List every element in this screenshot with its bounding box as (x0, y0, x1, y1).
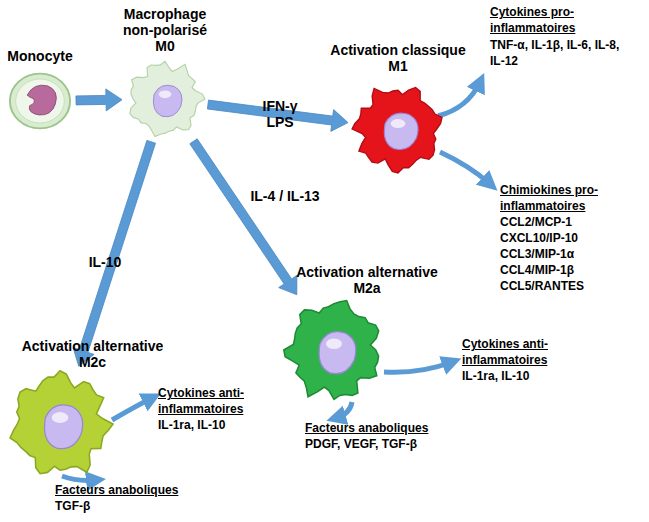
cell-heading: Macrophage non-polarisé M0 (117, 6, 213, 54)
secretion-arrow (384, 362, 452, 372)
polarization-arrow (73, 140, 155, 366)
cell-heading: Activation alternative M2a (282, 264, 452, 296)
macrophage-cell (352, 84, 444, 174)
molecule-list: PDGF, VEGF, TGF-β (305, 436, 505, 452)
macrophage-cell (284, 298, 384, 402)
group-heading: Facteurs anaboliques (305, 420, 505, 436)
molecule-list: CCL3/MIP-1α (500, 246, 640, 262)
cell-node: Activation classique M1 (352, 84, 444, 174)
cell-heading: Monocyte (0, 48, 82, 64)
group-heading: Chimiokines pro-inflammatoires (500, 182, 625, 214)
group-heading: Cytokines anti-inflammatoires (158, 385, 288, 417)
stimulus-label: IFN-γ LPS (255, 98, 305, 130)
molecule-list: CCL2/MCP-1 (500, 214, 640, 230)
molecule-list: CCL5/RANTES (500, 278, 640, 294)
molecule-list: IL-1ra, IL-10 (158, 417, 298, 433)
molecule-list: IL-1ra, IL-10 (462, 368, 602, 384)
cell-node: Activation alternative M2a (284, 298, 384, 402)
molecule-list: TGF-β (55, 498, 255, 514)
cell-heading: Activation classique M1 (323, 42, 473, 74)
secretion-arrow (440, 152, 490, 184)
monocyte-cell (8, 72, 72, 130)
molecule-list: TNF-α, IL-1β, IL-6, IL-8, IL-12 (490, 37, 625, 69)
secretion-arrow (62, 476, 96, 481)
secretion-arrow (438, 82, 480, 116)
secretion-arrow (336, 402, 352, 418)
cell-node: Macrophage non-polarisé M0 (126, 60, 204, 138)
cell-node: Activation alternative M2c (8, 370, 112, 478)
polarization-arrow (76, 89, 122, 111)
cell-node: Monocyte (8, 72, 72, 130)
macrophage-cell (8, 370, 112, 478)
macrophage-cell (126, 60, 204, 138)
group-heading: Cytokines anti-inflammatoires (462, 336, 592, 368)
polarization-arrow (190, 139, 297, 295)
molecule-list: CXCL10/IP-10 (500, 230, 640, 246)
secretion-arrow (112, 398, 152, 420)
group-heading: Facteurs anaboliques (55, 482, 255, 498)
molecule-list: CCL4/MIP-1β (500, 262, 640, 278)
group-heading: Cytokines pro-inflammatoires (490, 4, 625, 36)
stimulus-label: IL-10 (80, 254, 130, 270)
stimulus-label: IL-4 / IL-13 (230, 188, 340, 204)
cell-heading: Activation alternative M2c (10, 338, 175, 370)
